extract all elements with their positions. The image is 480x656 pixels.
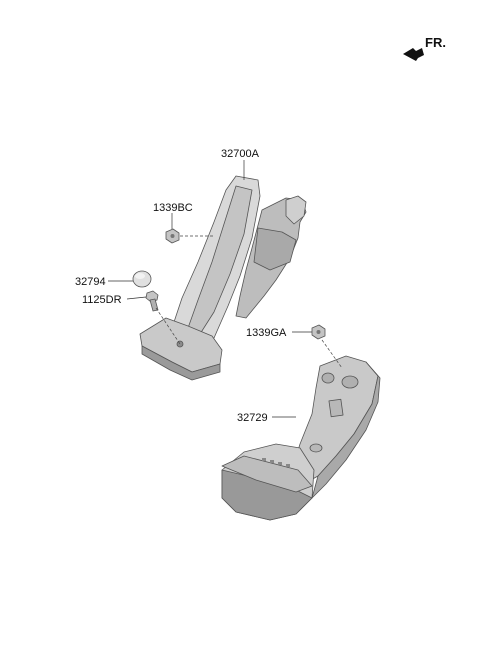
bracket-base-top [221,455,313,493]
callout-32700a: 32700A [221,148,260,160]
assembly-line-nut-lower [321,339,343,369]
callout-32729: 32729 [237,412,268,424]
stopper-32794 [132,270,152,288]
front-direction-arrow-icon [403,48,424,61]
callout-1339ga: 1339GA [246,327,287,339]
pedal-sensor-top [285,195,307,225]
accelerator-pedal-assembly [139,175,307,381]
mounting-bracket-32729 [221,355,381,521]
callout-32794: 32794 [75,276,106,288]
leader-1125dr [126,296,147,300]
pedal-pivot-icon [176,340,184,348]
callout-1125dr: 1125DR [82,294,122,306]
bracket-boss-icon [341,375,359,389]
callout-1339bc: 1339BC [153,202,193,214]
front-direction-label: FR. [425,35,446,50]
bracket-slot-icon [328,398,344,418]
nut-1339bc [165,228,180,244]
bracket-hole-icon [321,372,335,384]
pedal-floor-base-side [141,345,221,381]
bracket-hole-icon [309,443,323,453]
pedal-sensor-bracket [253,227,297,271]
assembly-line-bolt [155,307,181,345]
front-direction-indicator: FR. [403,35,446,61]
nut-1339ga [311,324,326,340]
